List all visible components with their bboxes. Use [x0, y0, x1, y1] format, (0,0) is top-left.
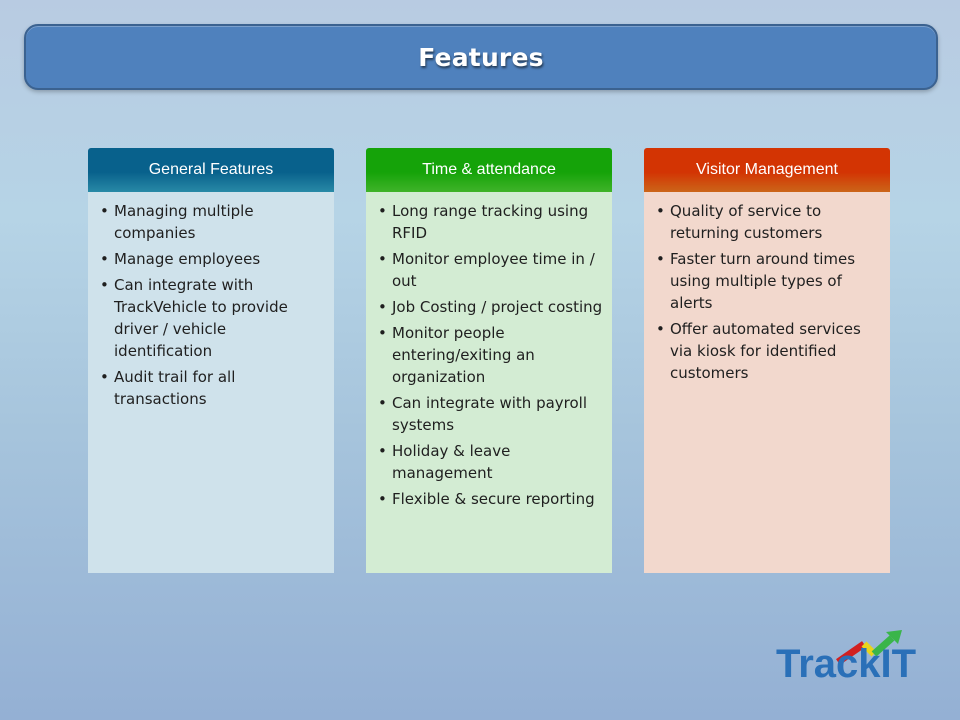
slide-title: Features — [418, 42, 544, 72]
list-item: Flexible & secure reporting — [372, 488, 604, 510]
list-item: Holiday & leave management — [372, 440, 604, 484]
list-item: Quality of service to returning customer… — [650, 200, 882, 244]
column-header: Visitor Management — [644, 148, 890, 192]
trackit-logo: TrackIT — [776, 630, 926, 686]
feature-list: Quality of service to returning customer… — [650, 200, 882, 384]
column-body: Quality of service to returning customer… — [644, 192, 890, 573]
column-body: Managing multiple companies Manage emplo… — [88, 192, 334, 573]
column-body: Long range tracking using RFID Monitor e… — [366, 192, 612, 573]
list-item: Can integrate with TrackVehicle to provi… — [94, 274, 326, 362]
list-item: Job Costing / project costing — [372, 296, 604, 318]
column-time-attendance: Time & attendance Long range tracking us… — [366, 148, 612, 573]
list-item: Long range tracking using RFID — [372, 200, 604, 244]
logo-text: TrackIT — [776, 642, 917, 686]
list-item: Monitor employee time in / out — [372, 248, 604, 292]
list-item: Manage employees — [94, 248, 326, 270]
list-item: Audit trail for all transactions — [94, 366, 326, 410]
list-item: Offer automated services via kiosk for i… — [650, 318, 882, 384]
feature-list: Managing multiple companies Manage emplo… — [94, 200, 326, 410]
list-item: Can integrate with payroll systems — [372, 392, 604, 436]
column-visitor-management: Visitor Management Quality of service to… — [644, 148, 890, 573]
trend-arrow-icon — [836, 630, 902, 665]
feature-list: Long range tracking using RFID Monitor e… — [372, 200, 604, 510]
column-header: General Features — [88, 148, 334, 192]
list-item: Faster turn around times using multiple … — [650, 248, 882, 314]
column-header: Time & attendance — [366, 148, 612, 192]
title-bar: Features — [24, 24, 938, 90]
list-item: Monitor people entering/exiting an organ… — [372, 322, 604, 388]
list-item: Managing multiple companies — [94, 200, 326, 244]
column-general-features: General Features Managing multiple compa… — [88, 148, 334, 573]
